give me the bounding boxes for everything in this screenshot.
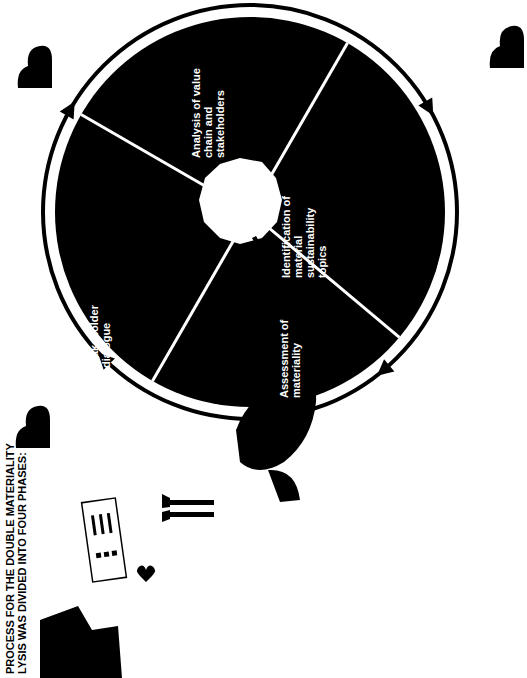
cloud <box>16 406 50 448</box>
cloud <box>490 26 524 68</box>
center-mark <box>252 236 268 258</box>
phase-label: Assessment of materiality <box>278 302 302 398</box>
ring-arrowhead <box>418 98 440 120</box>
phase-label: Stakeholder dialogue <box>88 292 112 368</box>
diagram-title: PROCESS FOR THE DOUBLE MATERIALITY LYSIS… <box>4 412 28 674</box>
person-shoe <box>162 510 170 522</box>
clipboard-mark <box>100 514 103 534</box>
phase-label: Analysis of value chain and stakeholders <box>190 54 226 158</box>
clipboard-mark <box>96 553 102 559</box>
phase-segment: Analysis of value chain and stakeholders <box>190 54 226 158</box>
person-leg <box>170 500 214 505</box>
clipboard-mark <box>104 551 110 557</box>
person-figure <box>268 470 300 502</box>
phase-segment: Identification of material sustainabilit… <box>280 174 328 278</box>
ring-arrowhead <box>372 359 395 382</box>
clipboard-mark <box>92 515 95 535</box>
clipboard <box>82 498 127 582</box>
cloud <box>18 46 52 88</box>
center-hole <box>199 158 282 244</box>
phase-disk <box>55 17 445 407</box>
phase-segment: Stakeholder dialogue <box>88 292 112 368</box>
clipboard-mark <box>112 550 118 556</box>
block-shapes <box>40 606 122 678</box>
clipboard-mark <box>108 513 111 533</box>
ring-arrowhead <box>60 98 82 120</box>
person-shoe <box>162 494 170 508</box>
person-figure <box>236 378 316 470</box>
person-leg <box>170 512 214 517</box>
heart-symbol <box>137 566 155 583</box>
cycle-ring <box>43 5 457 419</box>
phase-label: Identification of material sustainabilit… <box>280 174 328 278</box>
clipboard-card <box>82 498 127 582</box>
phase-segment: Assessment of materiality <box>278 302 302 398</box>
